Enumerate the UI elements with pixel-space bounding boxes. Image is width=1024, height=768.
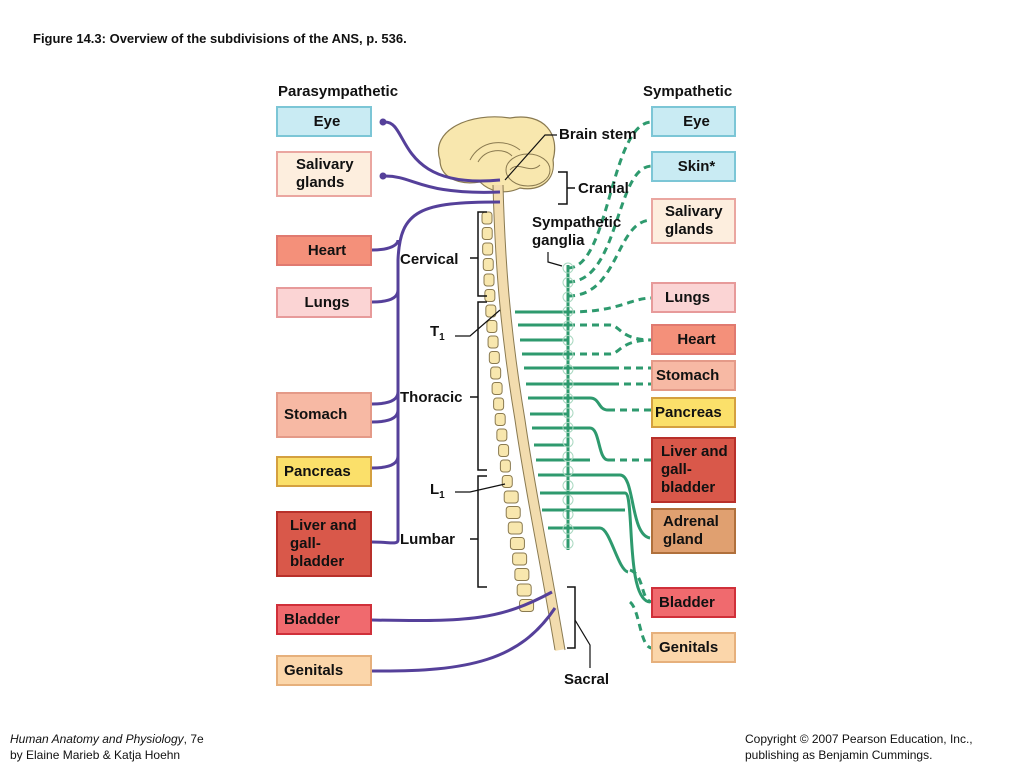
- sympathetic-ganglion: [562, 465, 574, 477]
- vertebra: [499, 459, 511, 473]
- sympathetic-ganglion: [562, 364, 574, 375]
- vertebra: [509, 537, 525, 550]
- thoracic-bracket: [470, 301, 487, 471]
- vertebrae: [481, 211, 535, 612]
- para-target-bladder: Bladder: [276, 604, 372, 635]
- sympathetic-ganglion: [562, 291, 574, 303]
- sympathetic-ganglion: [562, 262, 574, 274]
- l1-label: L1: [430, 481, 445, 501]
- symp-target-stomach: Stomach: [651, 360, 736, 391]
- brain-illustration: [437, 116, 556, 193]
- figure-title: Figure 14.3: Overview of the subdivision…: [33, 31, 407, 46]
- vertebra: [501, 475, 513, 488]
- para-target-stomach: Stomach: [276, 392, 372, 438]
- vertebra: [516, 583, 532, 597]
- vertebra: [493, 397, 505, 411]
- symp-target-lungs: Lungs: [651, 282, 736, 313]
- vertebra: [482, 258, 494, 271]
- sympathetic-ganglion: [562, 407, 574, 419]
- vertebra: [507, 521, 523, 535]
- vertebra: [494, 413, 506, 426]
- vertebra: [483, 273, 495, 287]
- sympathetic-ganglion: [562, 451, 574, 462]
- sympathetic-ganglion: [562, 306, 574, 317]
- sympathetic-ganglion: [562, 494, 574, 506]
- vertebra: [496, 428, 508, 442]
- sympathetic-ganglia-label: Sympathetic ganglia: [532, 214, 622, 249]
- parasympathetic-header: Parasympathetic: [278, 83, 399, 100]
- vertebra: [512, 552, 528, 566]
- sympathetic-ganglion: [562, 436, 574, 448]
- para-target-heart: Heart: [276, 235, 372, 266]
- brain-stem-leader: [504, 134, 557, 181]
- sympathetic-header: Sympathetic: [643, 83, 733, 100]
- para-target-salivary-glands: Salivary glands: [276, 151, 372, 197]
- cervical-bracket: [470, 211, 487, 297]
- copyright-notice: Copyright © 2007 Pearson Education, Inc.…: [745, 732, 973, 762]
- sympathetic-ganglion: [562, 378, 574, 390]
- cervical-label: Cervical: [400, 251, 459, 268]
- symp-target-pancreas: Pancreas: [651, 397, 736, 428]
- vertebra: [485, 304, 497, 318]
- thoracic-label: Thoracic: [400, 389, 463, 406]
- lumbar-label: Lumbar: [400, 531, 456, 548]
- vertebra: [481, 211, 493, 225]
- vertebra: [481, 227, 493, 240]
- sympathetic-ganglion: [562, 277, 574, 288]
- symp-target-salivary-glands: Salivary glands: [651, 198, 736, 244]
- cranial-label: Cranial: [578, 180, 629, 197]
- cranial-bracket: [558, 171, 575, 205]
- sympathetic-ganglion: [562, 320, 574, 332]
- vertebra: [490, 366, 502, 380]
- vertebra: [505, 506, 521, 519]
- para-target-pancreas: Pancreas: [276, 456, 372, 487]
- spinal-cord: [493, 184, 565, 651]
- vertebra: [482, 242, 494, 256]
- symp-target-eye: Eye: [651, 106, 736, 137]
- parasympathetic-synapse-node: [379, 118, 387, 126]
- parasympathetic-pathways: [371, 120, 557, 673]
- t1-label: T1: [430, 323, 445, 343]
- symp-target-skin: Skin*: [651, 151, 736, 182]
- sympathetic-ganglion: [562, 480, 574, 491]
- symp-target-heart: Heart: [651, 324, 736, 355]
- sympathetic-ganglion: [562, 509, 574, 520]
- sacral-bracket: [567, 586, 576, 649]
- para-target-genitals: Genitals: [276, 655, 372, 686]
- sacral-label: Sacral: [564, 671, 610, 688]
- lumbar-bracket: [470, 475, 487, 588]
- sympathetic-ganglion: [562, 422, 574, 433]
- sympathetic-ganglion: [562, 523, 574, 535]
- sympathetic-postganglionic: [567, 120, 653, 650]
- brain-stem-label: Brain stem: [559, 126, 637, 143]
- vertebra: [487, 335, 499, 349]
- vertebra: [488, 351, 500, 364]
- para-target-lungs: Lungs: [276, 287, 372, 318]
- sympathetic-ganglion: [562, 538, 574, 549]
- parasympathetic-synapse-node: [379, 172, 387, 180]
- vertebra: [503, 490, 519, 504]
- sympathetic-pathways: [515, 265, 651, 604]
- symp-target-genitals: Genitals: [651, 632, 736, 663]
- book-citation: Human Anatomy and Physiology, 7e by Elai…: [10, 732, 204, 762]
- para-target-eye: Eye: [276, 106, 372, 137]
- symp-target-adrenal-gland: Adrenal gland: [651, 508, 736, 554]
- symp-target-bladder: Bladder: [651, 587, 736, 618]
- symp-target-liver-gallbladder: Liver and gall- bladder: [651, 437, 736, 503]
- sympathetic-ganglion: [562, 335, 574, 346]
- sympathetic-ganglion: [562, 349, 574, 361]
- vertebra: [486, 320, 498, 333]
- para-target-liver-gallbladder: Liver and gall- bladder: [276, 511, 372, 577]
- vertebra: [491, 382, 503, 395]
- vertebra: [514, 568, 530, 581]
- sympathetic-ganglion: [562, 393, 574, 404]
- vertebra: [498, 444, 510, 457]
